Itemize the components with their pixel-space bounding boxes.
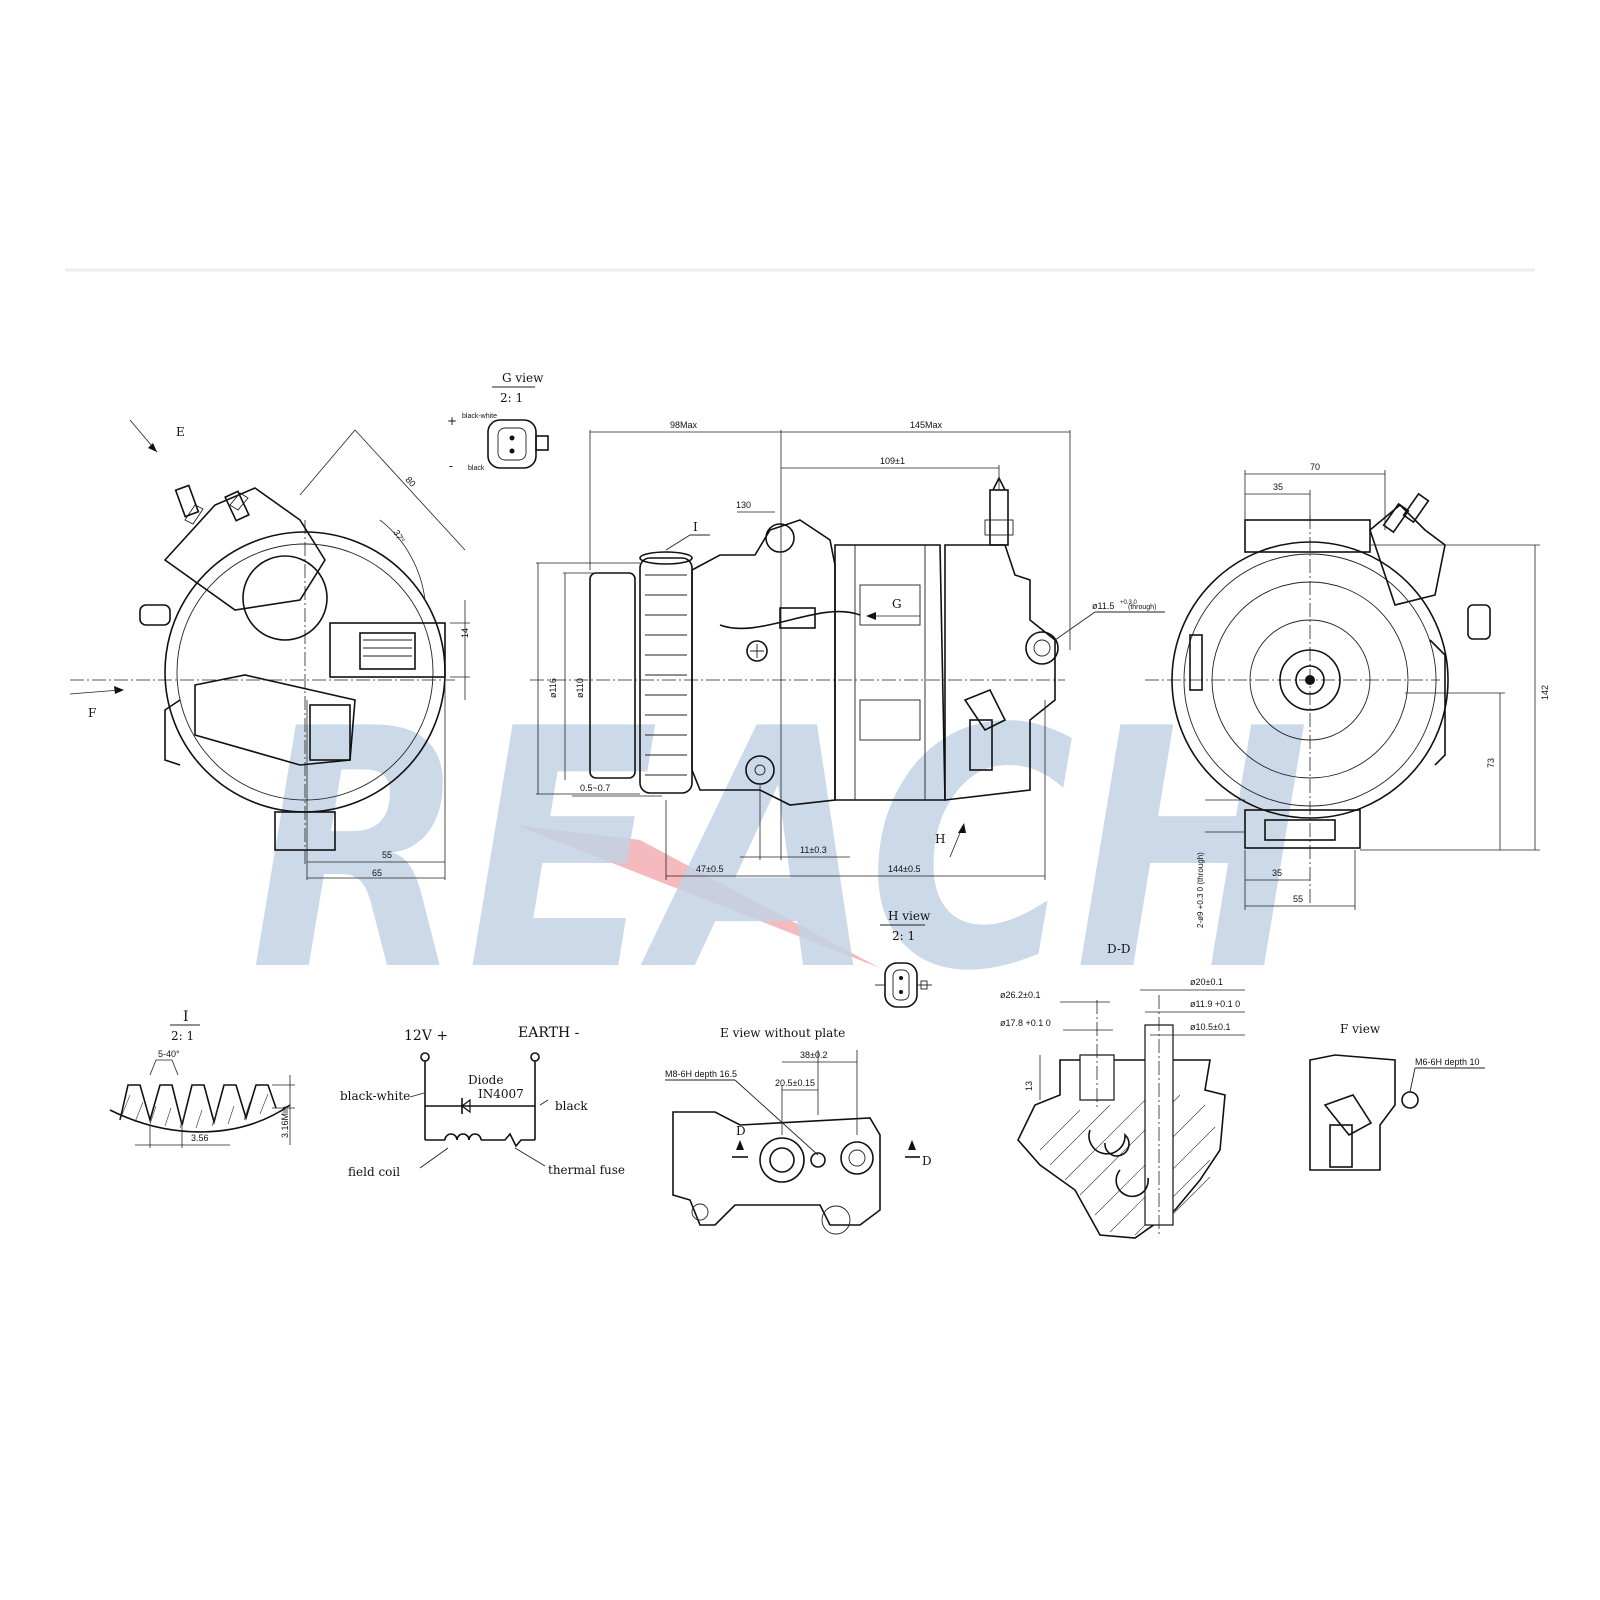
dim-o110: ø110 bbox=[575, 678, 585, 698]
dim-145max: 145Max bbox=[910, 420, 943, 430]
circuit-black: black bbox=[555, 1099, 588, 1113]
dim-35-bot: 35 bbox=[1272, 868, 1282, 878]
f-view: F view M6-6H depth 10 bbox=[1309, 1022, 1485, 1171]
circuit-diagram: 12V + EARTH - Diode IN4007 black-white b… bbox=[340, 1025, 625, 1179]
circuit-diode-part: IN4007 bbox=[478, 1087, 524, 1101]
f-arrow-label: F bbox=[88, 706, 96, 720]
e-arrow-label: E bbox=[176, 425, 185, 439]
circuit-field-coil: field coil bbox=[348, 1165, 400, 1179]
h-view-scale: 2: 1 bbox=[892, 929, 915, 943]
dim-109: 109±1 bbox=[880, 456, 905, 466]
dd-dim-13: 13 bbox=[1024, 1081, 1034, 1091]
circuit-thermal-fuse: thermal fuse bbox=[548, 1163, 625, 1177]
e-d1: D bbox=[736, 1124, 746, 1138]
h-view: H view 2: 1 bbox=[875, 909, 932, 1008]
dim-65: 65 bbox=[372, 868, 382, 878]
dd-section: D-D ø26.2±0.1 ø17.8 +0.1 0 ø20±0.1 ø11.9… bbox=[1000, 942, 1245, 1239]
circuit-12v: 12V + bbox=[404, 1028, 448, 1044]
dim-98max: 98Max bbox=[670, 420, 698, 430]
g-view: G view 2: 1 + - black-white black bbox=[447, 371, 549, 473]
dim-14: 14 bbox=[460, 628, 470, 638]
dim-05-07: 0.5~0.7 bbox=[580, 783, 610, 793]
f-thread: M6-6H depth 10 bbox=[1415, 1057, 1480, 1067]
h-arrow-label: H bbox=[935, 832, 945, 846]
g-label: G bbox=[892, 597, 902, 611]
h-view-title: H view bbox=[888, 909, 931, 923]
through-hole: ø11.5 bbox=[1092, 601, 1114, 611]
left-end-view: E F 80 37° 14 55 65 bbox=[69, 419, 470, 880]
e-dim-38: 38±0.2 bbox=[800, 1050, 827, 1060]
e-d2: D bbox=[922, 1154, 932, 1168]
dim-55: 55 bbox=[382, 850, 392, 860]
right-end-view: 70 35 142 73 35 55 2-ø9 +0.3 0 (through) bbox=[1145, 462, 1550, 928]
f-view-title: F view bbox=[1340, 1022, 1381, 1036]
dd-dim-262: ø26.2±0.1 bbox=[1000, 990, 1040, 1000]
dd-dim-105: ø10.5±0.1 bbox=[1190, 1022, 1230, 1032]
dim-holes: 2-ø9 +0.3 0 (through) bbox=[1196, 852, 1205, 928]
g-black-white: black-white bbox=[462, 413, 497, 420]
circuit-black-white: black-white bbox=[340, 1089, 410, 1103]
e-dim-205: 20.5±0.15 bbox=[775, 1078, 815, 1088]
i-detail: I 2: 1 5-40° 3.56 3.16Min bbox=[109, 1009, 295, 1148]
watermark: REACH bbox=[250, 659, 1310, 1043]
dim-11: 11±0.3 bbox=[800, 845, 827, 855]
i-detail-title: I bbox=[183, 1009, 189, 1025]
g-view-title: G view bbox=[502, 371, 544, 385]
watermark-accent bbox=[515, 825, 880, 968]
watermark-text: REACH bbox=[250, 659, 1310, 1043]
i-depth: 3.16Min bbox=[280, 1106, 290, 1138]
g-view-scale: 2: 1 bbox=[500, 391, 523, 405]
i-angle: 5-40° bbox=[158, 1049, 180, 1059]
dd-title: D-D bbox=[1107, 942, 1131, 956]
center-side-view: G H I 98Max 145Max 109±1 130 ø116 ø110 0… bbox=[530, 420, 1165, 880]
g-minus: - bbox=[449, 459, 453, 473]
g-black: black bbox=[468, 465, 485, 472]
dd-dim-119: ø11.9 +0.1 0 bbox=[1190, 999, 1240, 1009]
dim-55-right: 55 bbox=[1293, 894, 1303, 904]
dim-73: 73 bbox=[1486, 758, 1496, 768]
dim-144: 144±0.5 bbox=[888, 864, 920, 874]
e-view: E view without plate D D M8-6H depth 16.… bbox=[665, 1026, 932, 1235]
e-view-title: E view without plate bbox=[720, 1026, 845, 1040]
i-detail-scale: 2: 1 bbox=[171, 1029, 194, 1043]
circuit-earth: EARTH - bbox=[518, 1025, 580, 1041]
dim-70: 70 bbox=[1310, 462, 1320, 472]
dim-o116: ø116 bbox=[548, 678, 558, 698]
g-plus: + bbox=[447, 414, 457, 428]
circuit-diode: Diode bbox=[468, 1073, 503, 1087]
dd-dim-178: ø17.8 +0.1 0 bbox=[1000, 1018, 1051, 1028]
i-pitch: 3.56 bbox=[191, 1133, 209, 1143]
dim-142: 142 bbox=[1540, 685, 1550, 700]
through-hole-note: (through) bbox=[1128, 604, 1156, 611]
dim-80: 80 bbox=[404, 475, 418, 489]
through-hole-tol: +0.3 0 bbox=[1120, 600, 1138, 606]
i-label: I bbox=[693, 520, 698, 534]
dim-130: 130 bbox=[736, 500, 751, 510]
dd-dim-20: ø20±0.1 bbox=[1190, 977, 1223, 987]
dim-35-top: 35 bbox=[1273, 482, 1283, 492]
e-thread: M8-6H depth 16.5 bbox=[665, 1069, 737, 1079]
dim-37deg: 37° bbox=[391, 528, 407, 545]
dim-47: 47±0.5 bbox=[696, 864, 723, 874]
